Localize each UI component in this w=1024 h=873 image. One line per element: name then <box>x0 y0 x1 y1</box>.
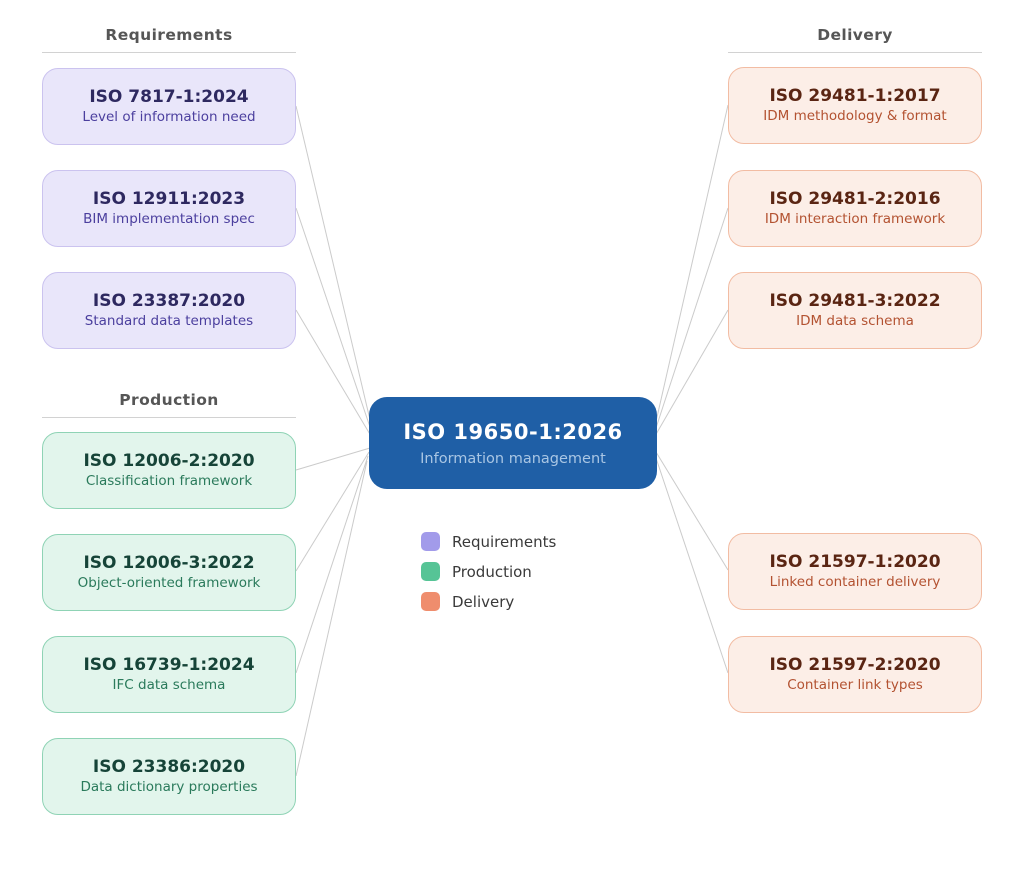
card-title: ISO 12911:2023 <box>92 188 246 209</box>
center-node-subtitle: Information management <box>420 450 606 467</box>
standard-card-iso-7817-1: ISO 7817-1:2024 Level of information nee… <box>42 68 296 145</box>
standard-card-iso-12006-2: ISO 12006-2:2020 Classification framewor… <box>42 432 296 509</box>
section-header-production: Production <box>42 391 296 418</box>
standard-card-iso-23386: ISO 23386:2020 Data dictionary propertie… <box>42 738 296 815</box>
standard-card-iso-23387: ISO 23387:2020 Standard data templates <box>42 272 296 349</box>
card-subtitle: Standard data templates <box>84 313 254 330</box>
connector-line <box>295 105 372 425</box>
standard-card-iso-16739-1: ISO 16739-1:2024 IFC data schema <box>42 636 296 713</box>
connector-line <box>654 104 729 427</box>
standard-card-iso-29481-1: ISO 29481-1:2017 IDM methodology & forma… <box>728 67 982 144</box>
card-title: ISO 29481-1:2017 <box>769 85 941 106</box>
card-subtitle: Level of information need <box>82 109 256 126</box>
connector-line <box>295 460 368 777</box>
card-subtitle: Object-oriented framework <box>77 575 261 592</box>
card-subtitle: IDM data schema <box>796 313 914 330</box>
center-node-title: ISO 19650-1:2026 <box>403 419 623 444</box>
connector-line <box>295 451 370 572</box>
card-title: ISO 29481-2:2016 <box>769 188 941 209</box>
legend-swatch-delivery <box>421 592 440 611</box>
card-title: ISO 23387:2020 <box>92 290 246 311</box>
section-header-delivery: Delivery <box>728 26 982 53</box>
card-title: ISO 21597-1:2020 <box>769 551 941 572</box>
standard-card-iso-29481-3: ISO 29481-3:2022 IDM data schema <box>728 272 982 349</box>
card-subtitle: BIM implementation spec <box>83 211 255 228</box>
card-title: ISO 21597-2:2020 <box>769 654 941 675</box>
connector-line <box>295 309 372 437</box>
card-subtitle: Data dictionary properties <box>80 779 258 796</box>
legend-swatch-production <box>421 562 440 581</box>
connector-line <box>295 455 369 674</box>
card-title: ISO 7817-1:2024 <box>89 86 249 107</box>
connector-line <box>654 309 729 437</box>
legend-label: Production <box>452 562 532 581</box>
card-subtitle: Container link types <box>787 677 923 694</box>
card-title: ISO 12006-2:2020 <box>83 450 255 471</box>
connector-line <box>655 457 729 674</box>
legend-row-requirements: Requirements <box>421 532 556 551</box>
connector-line <box>655 451 729 571</box>
standard-card-iso-21597-2: ISO 21597-2:2020 Container link types <box>728 636 982 713</box>
standard-card-iso-29481-2: ISO 29481-2:2016 IDM interaction framewo… <box>728 170 982 247</box>
legend-row-delivery: Delivery <box>421 592 556 611</box>
connector-line <box>295 447 371 471</box>
connector-line <box>295 207 372 431</box>
card-subtitle: Classification framework <box>85 473 253 490</box>
legend-label: Delivery <box>452 592 515 611</box>
standard-card-iso-12911: ISO 12911:2023 BIM implementation spec <box>42 170 296 247</box>
standard-card-iso-12006-3: ISO 12006-3:2022 Object-oriented framewo… <box>42 534 296 611</box>
legend-row-production: Production <box>421 562 556 581</box>
card-title: ISO 23386:2020 <box>92 756 246 777</box>
card-subtitle: IDM interaction framework <box>764 211 946 228</box>
center-node-iso-19650-1: ISO 19650-1:2026 Information management <box>369 397 657 489</box>
legend-swatch-requirements <box>421 532 440 551</box>
connector-line <box>654 207 729 432</box>
standard-card-iso-21597-1: ISO 21597-1:2020 Linked container delive… <box>728 533 982 610</box>
legend-label: Requirements <box>452 532 557 551</box>
card-subtitle: IFC data schema <box>112 677 226 694</box>
legend: Requirements Production Delivery <box>421 532 556 611</box>
card-title: ISO 12006-3:2022 <box>83 552 255 573</box>
card-subtitle: IDM methodology & format <box>763 108 947 125</box>
card-title: ISO 16739-1:2024 <box>83 654 255 675</box>
section-header-requirements: Requirements <box>42 26 296 53</box>
card-title: ISO 29481-3:2022 <box>769 290 941 311</box>
card-subtitle: Linked container delivery <box>769 574 941 591</box>
